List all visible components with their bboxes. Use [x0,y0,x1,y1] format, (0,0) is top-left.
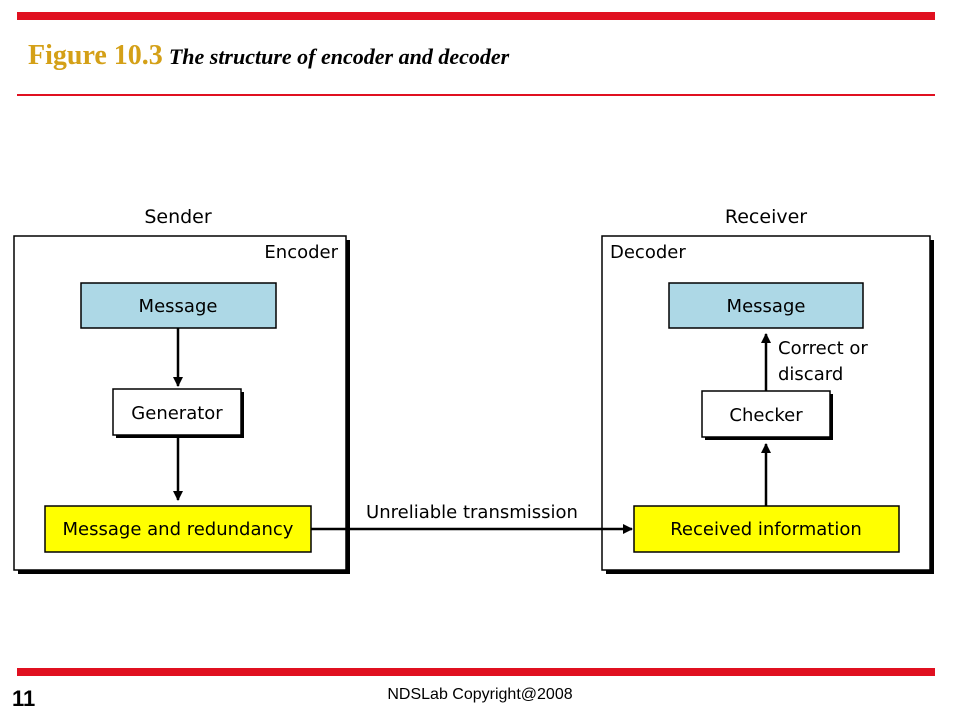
figure-number: Figure 10.3 [28,40,163,71]
figure-caption: The structure of encoder and decoder [168,44,510,69]
message-and-redundancy-label: Message and redundancy [63,519,294,540]
checker-label: Checker [729,405,803,426]
title-underline [17,94,935,96]
message-and-redundancy-box [44,505,312,553]
decision-label-line1: Correct or [778,338,868,359]
channel-label: Unreliable transmission [366,502,578,523]
encoder-message-label: Message [139,296,218,317]
copyright-footer: NDSLab Copyright@2008 [387,686,573,703]
encoder-label: Encoder [264,242,338,263]
checker-box [701,390,833,440]
decoder-message-label: Message [727,296,806,317]
bottom-accent-bar [17,668,935,676]
decoder-message-box [668,282,864,329]
generator-label: Generator [131,403,223,424]
encoder-message-box [80,282,277,329]
generator-box [112,388,244,438]
receiver-label: Receiver [725,206,807,228]
page-number: 11 [12,686,36,711]
sender-label: Sender [144,206,212,228]
received-information-label: Received information [670,519,862,540]
decision-label-line2: discard [778,364,843,385]
decoder-label: Decoder [610,242,686,263]
top-accent-bar [17,12,935,20]
received-information-box [633,505,900,553]
